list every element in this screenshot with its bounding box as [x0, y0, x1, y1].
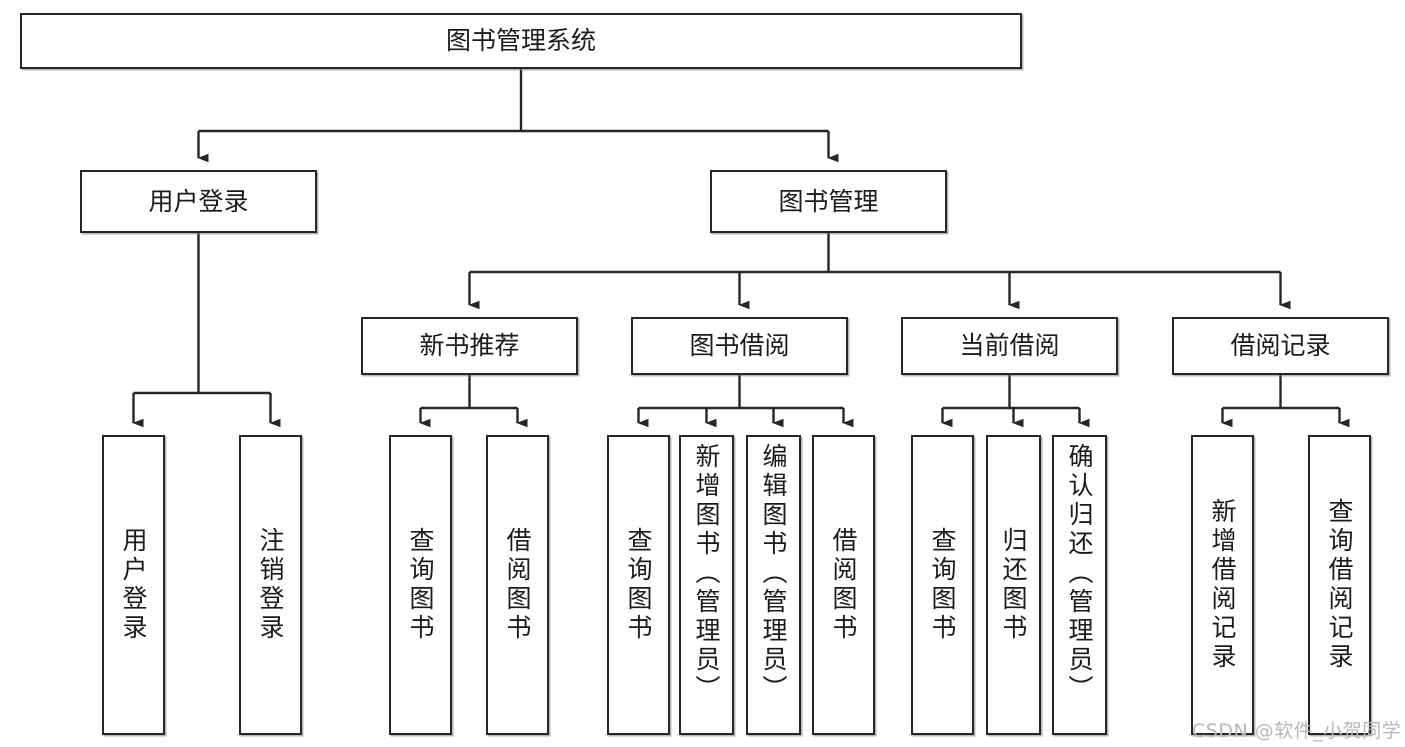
csdn-watermark: CSDN @软件_小贺同学	[1192, 720, 1402, 742]
node-book-borrow-label: 图书借阅	[689, 331, 790, 361]
node-leaf-query-book-cur-label: 查询图书	[928, 527, 957, 643]
node-new-book-recommend[interactable]: 新书推荐	[361, 317, 578, 375]
node-leaf-edit-book[interactable]: 编辑图书（管理员）	[746, 435, 801, 735]
node-leaf-user-logout[interactable]: 注销登录	[239, 435, 302, 735]
node-book-borrow[interactable]: 图书借阅	[631, 317, 848, 375]
node-book-manage[interactable]: 图书管理	[710, 170, 947, 233]
node-leaf-edit-book-label: 编辑图书（管理员）	[759, 443, 788, 704]
node-leaf-return-book-label: 归还图书	[999, 527, 1028, 643]
node-leaf-user-login-label: 用户登录	[119, 527, 148, 643]
node-borrow-record[interactable]: 借阅记录	[1172, 317, 1389, 375]
node-leaf-add-borrow-record[interactable]: 新增借阅记录	[1191, 435, 1254, 735]
node-current-borrow-label: 当前借阅	[959, 331, 1060, 361]
node-leaf-query-borrow-record[interactable]: 查询借阅记录	[1308, 435, 1371, 735]
node-leaf-return-book[interactable]: 归还图书	[986, 435, 1041, 735]
node-borrow-record-label: 借阅记录	[1230, 331, 1331, 361]
node-user-login[interactable]: 用户登录	[80, 170, 317, 233]
node-leaf-borrow-book-rec-label: 借阅图书	[503, 527, 532, 643]
node-book-manage-label: 图书管理	[778, 186, 879, 216]
node-leaf-borrow-book-label: 借阅图书	[829, 527, 858, 643]
node-leaf-confirm-return[interactable]: 确认归还（管理员）	[1052, 435, 1107, 735]
node-new-book-recommend-label: 新书推荐	[419, 331, 520, 361]
node-leaf-user-logout-label: 注销登录	[256, 527, 285, 643]
node-user-login-label: 用户登录	[148, 186, 249, 216]
node-leaf-query-book-rec[interactable]: 查询图书	[389, 435, 452, 735]
node-leaf-add-borrow-record-label: 新增借阅记录	[1208, 498, 1237, 672]
node-leaf-confirm-return-label: 确认归还（管理员）	[1065, 443, 1094, 704]
node-leaf-query-book-cur[interactable]: 查询图书	[911, 435, 974, 735]
node-leaf-query-book-rec-label: 查询图书	[406, 527, 435, 643]
node-leaf-add-book-label: 新增图书（管理员）	[692, 443, 721, 704]
node-current-borrow[interactable]: 当前借阅	[901, 317, 1118, 375]
node-root-label: 图书管理系统	[445, 26, 596, 56]
node-leaf-user-login[interactable]: 用户登录	[102, 435, 165, 735]
node-leaf-query-borrow-record-label: 查询借阅记录	[1325, 498, 1354, 672]
node-leaf-query-book-borrow-label: 查询图书	[624, 527, 653, 643]
node-leaf-borrow-book[interactable]: 借阅图书	[812, 435, 875, 735]
node-leaf-query-book-borrow[interactable]: 查询图书	[607, 435, 670, 735]
node-leaf-borrow-book-rec[interactable]: 借阅图书	[486, 435, 549, 735]
node-root[interactable]: 图书管理系统	[20, 13, 1022, 69]
node-leaf-add-book[interactable]: 新增图书（管理员）	[679, 435, 734, 735]
